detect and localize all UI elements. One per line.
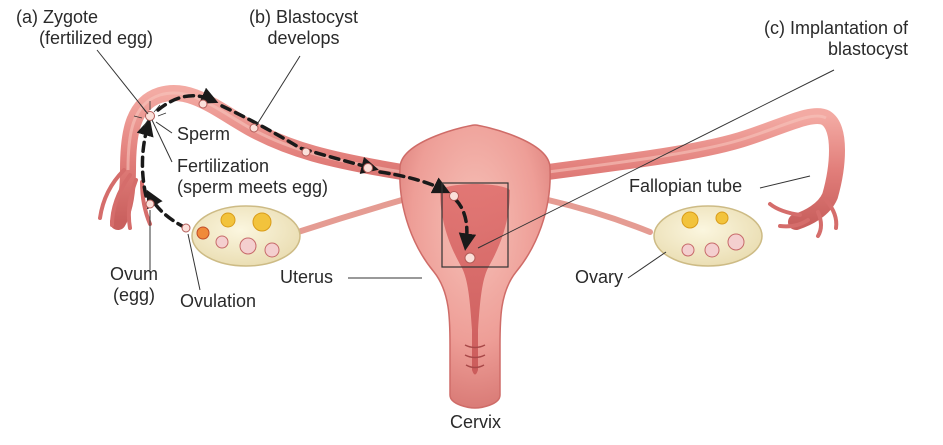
label-blastocyst-line2: develops xyxy=(249,28,358,49)
label-cervix: Cervix xyxy=(450,412,501,433)
label-zygote: (a) Zygote (fertilized egg) xyxy=(16,7,153,49)
label-fertilization-line2: (sperm meets egg) xyxy=(177,177,328,198)
right-ovary xyxy=(654,206,762,266)
label-implantation-line2: blastocyst xyxy=(764,39,908,60)
label-ovary: Ovary xyxy=(575,267,623,288)
label-blastocyst-line1: (b) Blastocyst xyxy=(249,7,358,28)
label-fallopian-tube: Fallopian tube xyxy=(629,176,742,197)
leader-sperm xyxy=(156,122,172,133)
label-fertilization-line1: Fertilization xyxy=(177,156,328,177)
label-ovum-line1: Ovum xyxy=(110,264,158,285)
implanted-blastocyst xyxy=(465,253,475,263)
morula-cell xyxy=(364,164,373,173)
cleavage-cell-1 xyxy=(199,100,207,108)
label-ovum-line2: (egg) xyxy=(110,285,158,306)
label-zygote-line2: (fertilized egg) xyxy=(16,28,153,49)
label-zygote-line1: (a) Zygote xyxy=(16,7,153,28)
blastocyst-cell xyxy=(450,192,459,201)
leader-zygote xyxy=(97,50,148,114)
ovum-in-tube xyxy=(146,200,154,208)
leader-fallopian-tube xyxy=(760,176,810,188)
ovum-cell xyxy=(182,224,190,232)
label-implantation-line1: (c) Implantation of xyxy=(764,18,908,39)
label-ovulation: Ovulation xyxy=(180,291,256,312)
label-fertilization: Fertilization (sperm meets egg) xyxy=(177,156,328,198)
label-uterus: Uterus xyxy=(280,267,333,288)
leader-ovary xyxy=(628,252,666,278)
cleavage-cell-3 xyxy=(302,148,310,156)
label-sperm: Sperm xyxy=(177,124,230,145)
label-ovum: Ovum (egg) xyxy=(110,264,158,306)
label-implantation: (c) Implantation of blastocyst xyxy=(764,18,908,60)
leader-blastocyst xyxy=(256,56,300,126)
label-blastocyst: (b) Blastocyst develops xyxy=(249,7,358,49)
left-ovary xyxy=(192,206,300,266)
arrow-ovum-to-tube xyxy=(150,196,186,228)
